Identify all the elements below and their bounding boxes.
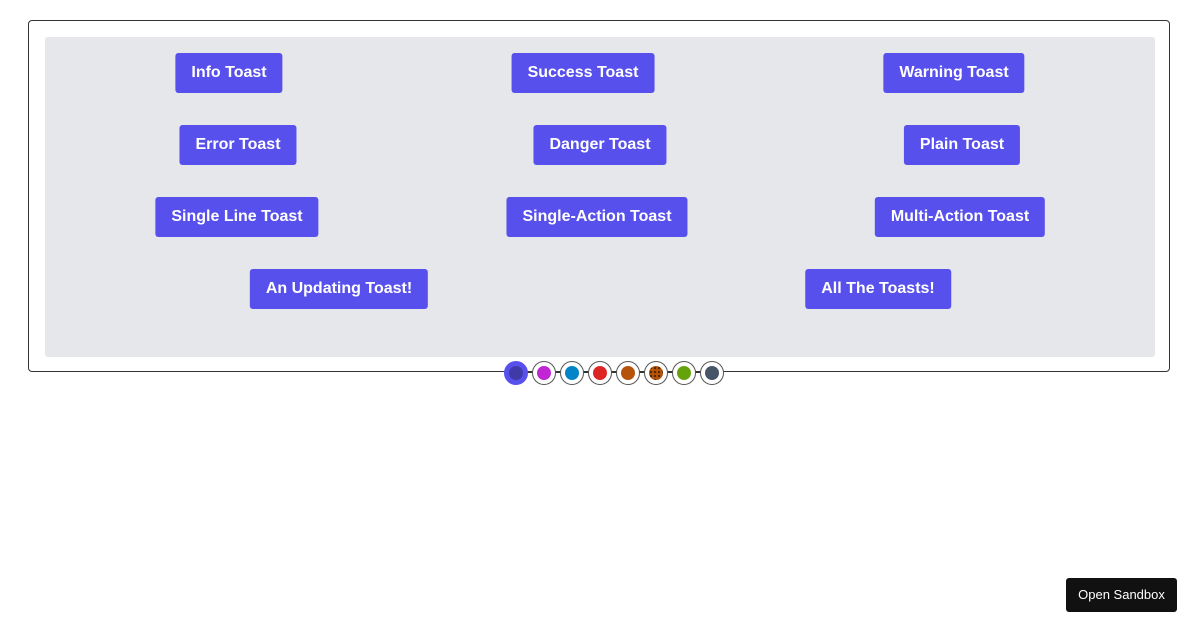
single-line-toast-button[interactable]: Single Line Toast: [155, 197, 319, 237]
swatch-amber[interactable]: [616, 361, 640, 385]
danger-toast-button[interactable]: Danger Toast: [533, 125, 667, 165]
swatch-sky[interactable]: [560, 361, 584, 385]
theme-swatch-picker: [504, 361, 724, 385]
updating-toast-button[interactable]: An Updating Toast!: [249, 269, 429, 309]
swatch-slate[interactable]: [700, 361, 724, 385]
plain-toast-button[interactable]: Plain Toast: [903, 125, 1021, 165]
swatch-dot: [593, 366, 607, 380]
swatch-lime[interactable]: [672, 361, 696, 385]
swatch-dot: [537, 366, 551, 380]
swatch-connector-line: [516, 372, 712, 373]
success-toast-button[interactable]: Success Toast: [511, 53, 655, 93]
swatch-amber-pattern[interactable]: [644, 361, 668, 385]
swatch-dot: [705, 366, 719, 380]
demo-frame: Info Toast Success Toast Warning Toast E…: [28, 20, 1170, 372]
swatch-dot: [621, 366, 635, 380]
swatch-dot: [565, 366, 579, 380]
swatch-dot: [649, 366, 663, 380]
open-sandbox-button[interactable]: Open Sandbox: [1066, 578, 1177, 612]
swatch-dot: [509, 366, 523, 380]
swatch-fuchsia[interactable]: [532, 361, 556, 385]
single-action-toast-button[interactable]: Single-Action Toast: [506, 197, 688, 237]
swatch-indigo[interactable]: [504, 361, 528, 385]
swatch-red[interactable]: [588, 361, 612, 385]
all-toasts-button[interactable]: All The Toasts!: [805, 269, 951, 309]
error-toast-button[interactable]: Error Toast: [179, 125, 297, 165]
swatch-dot: [677, 366, 691, 380]
info-toast-button[interactable]: Info Toast: [175, 53, 283, 93]
toast-button-panel: Info Toast Success Toast Warning Toast E…: [45, 37, 1155, 357]
warning-toast-button[interactable]: Warning Toast: [883, 53, 1025, 93]
multi-action-toast-button[interactable]: Multi-Action Toast: [874, 197, 1046, 237]
